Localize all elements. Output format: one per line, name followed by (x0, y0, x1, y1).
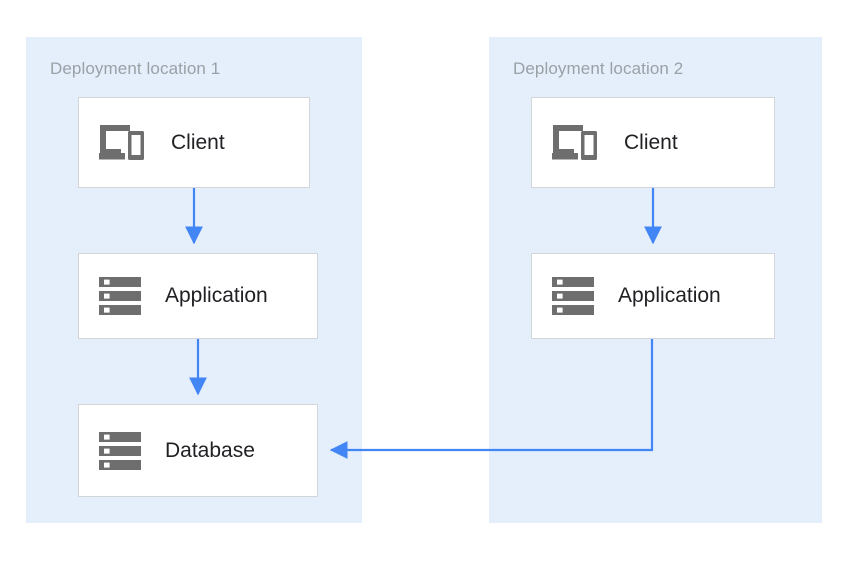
node-client-1[interactable]: Client (78, 97, 310, 188)
devices-icon (550, 122, 602, 164)
node-label-client-2: Client (624, 130, 678, 154)
server-icon (99, 430, 143, 472)
node-label-application-2: Application (618, 284, 721, 307)
group-label-deployment-location-2: Deployment location 2 (513, 59, 684, 78)
node-application-2[interactable]: Application (531, 253, 775, 339)
node-client-2[interactable]: Client (531, 97, 775, 188)
server-icon (99, 275, 143, 317)
node-database-1[interactable]: Database (78, 404, 318, 497)
node-label-database-1: Database (165, 438, 255, 462)
node-application-1[interactable]: Application (78, 253, 318, 339)
group-label-deployment-location-1: Deployment location 1 (50, 59, 221, 78)
devices-icon (97, 122, 149, 164)
node-label-client-1: Client (171, 130, 225, 154)
server-icon (552, 275, 596, 317)
node-label-application-1: Application (165, 284, 268, 307)
